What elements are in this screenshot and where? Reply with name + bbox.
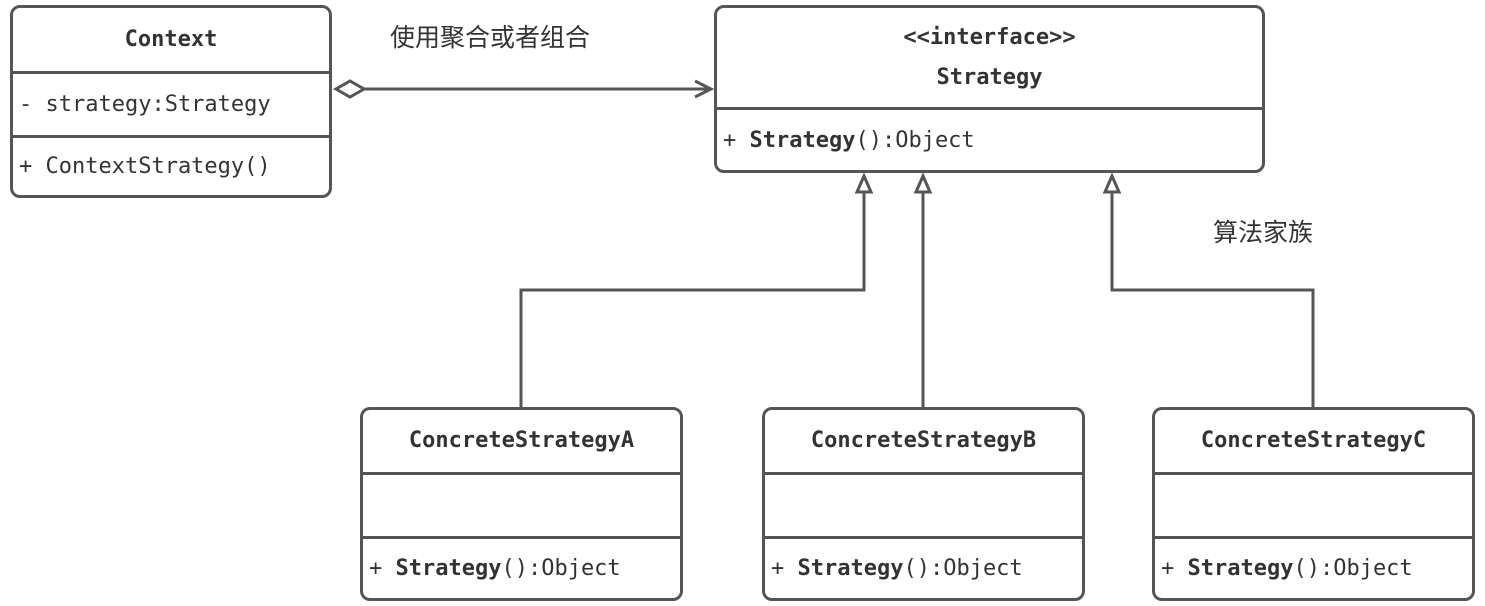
concrete-c-header: ConcreteStrategyC	[1155, 410, 1472, 475]
context-attributes: - strategy:Strategy	[13, 74, 329, 138]
method-prefix: +	[723, 127, 750, 153]
realization-arrowhead-a	[854, 172, 874, 194]
method-suffix: ():Object	[501, 556, 621, 581]
method-suffix: ():Object	[1293, 556, 1413, 581]
context-attribute: - strategy:Strategy	[19, 92, 271, 117]
context-methods: + ContextStrategy()	[13, 138, 329, 195]
concrete-strategy-b[interactable]: ConcreteStrategyB + Strategy():Object	[762, 407, 1085, 601]
aggregation-arrowhead	[694, 79, 715, 99]
concrete-c-methods: + Strategy():Object	[1155, 539, 1472, 598]
concrete-b-header: ConcreteStrategyB	[765, 410, 1082, 475]
concrete-b-name: ConcreteStrategyB	[810, 428, 1037, 453]
concrete-b-method: + Strategy():Object	[771, 556, 1023, 581]
concrete-b-attributes	[765, 475, 1082, 539]
algorithm-family-label: 算法家族	[1213, 218, 1314, 247]
realization-line-a	[519, 192, 866, 408]
realization-arrowhead-c	[1102, 172, 1122, 194]
strategy-interface[interactable]: <<interface>> Strategy + Strategy():Obje…	[714, 5, 1265, 173]
concrete-c-attributes	[1155, 475, 1472, 539]
concrete-a-name: ConcreteStrategyA	[408, 428, 635, 453]
context-class-name: Context	[124, 26, 218, 52]
method-name: Strategy	[1187, 556, 1294, 581]
context-class[interactable]: Context - strategy:Strategy + ContextStr…	[10, 5, 332, 198]
method-name: Strategy	[749, 127, 856, 153]
strategy-methods: + Strategy():Object	[717, 110, 1262, 170]
strategy-method: + Strategy():Object	[723, 128, 975, 153]
method-name: Strategy	[797, 556, 904, 581]
method-prefix: +	[771, 556, 798, 581]
context-class-header: Context	[13, 8, 329, 74]
strategy-interface-name: Strategy	[936, 64, 1043, 90]
concrete-strategy-c[interactable]: ConcreteStrategyC + Strategy():Object	[1152, 407, 1475, 601]
realization-line-c	[1110, 192, 1315, 408]
method-suffix: ():Object	[903, 556, 1023, 581]
aggregation-diamond	[332, 79, 368, 99]
concrete-a-header: ConcreteStrategyA	[363, 410, 680, 475]
concrete-b-methods: + Strategy():Object	[765, 539, 1082, 598]
concrete-strategy-a[interactable]: ConcreteStrategyA + Strategy():Object	[360, 407, 683, 601]
method-suffix: ():Object	[855, 127, 975, 153]
concrete-c-name: ConcreteStrategyC	[1200, 428, 1427, 453]
concrete-a-method: + Strategy():Object	[369, 556, 621, 581]
concrete-a-attributes	[363, 475, 680, 539]
realization-arrowhead-b	[913, 172, 933, 194]
method-prefix: +	[369, 556, 396, 581]
method-prefix: +	[1161, 556, 1188, 581]
aggregation-label: 使用聚合或者组合	[390, 23, 591, 52]
strategy-stereotype: <<interface>>	[903, 24, 1076, 50]
strategy-interface-header: <<interface>> Strategy	[717, 8, 1262, 110]
concrete-c-method: + Strategy():Object	[1161, 556, 1413, 581]
context-method: + ContextStrategy()	[19, 154, 271, 179]
concrete-a-methods: + Strategy():Object	[363, 539, 680, 598]
method-name: Strategy	[395, 556, 502, 581]
